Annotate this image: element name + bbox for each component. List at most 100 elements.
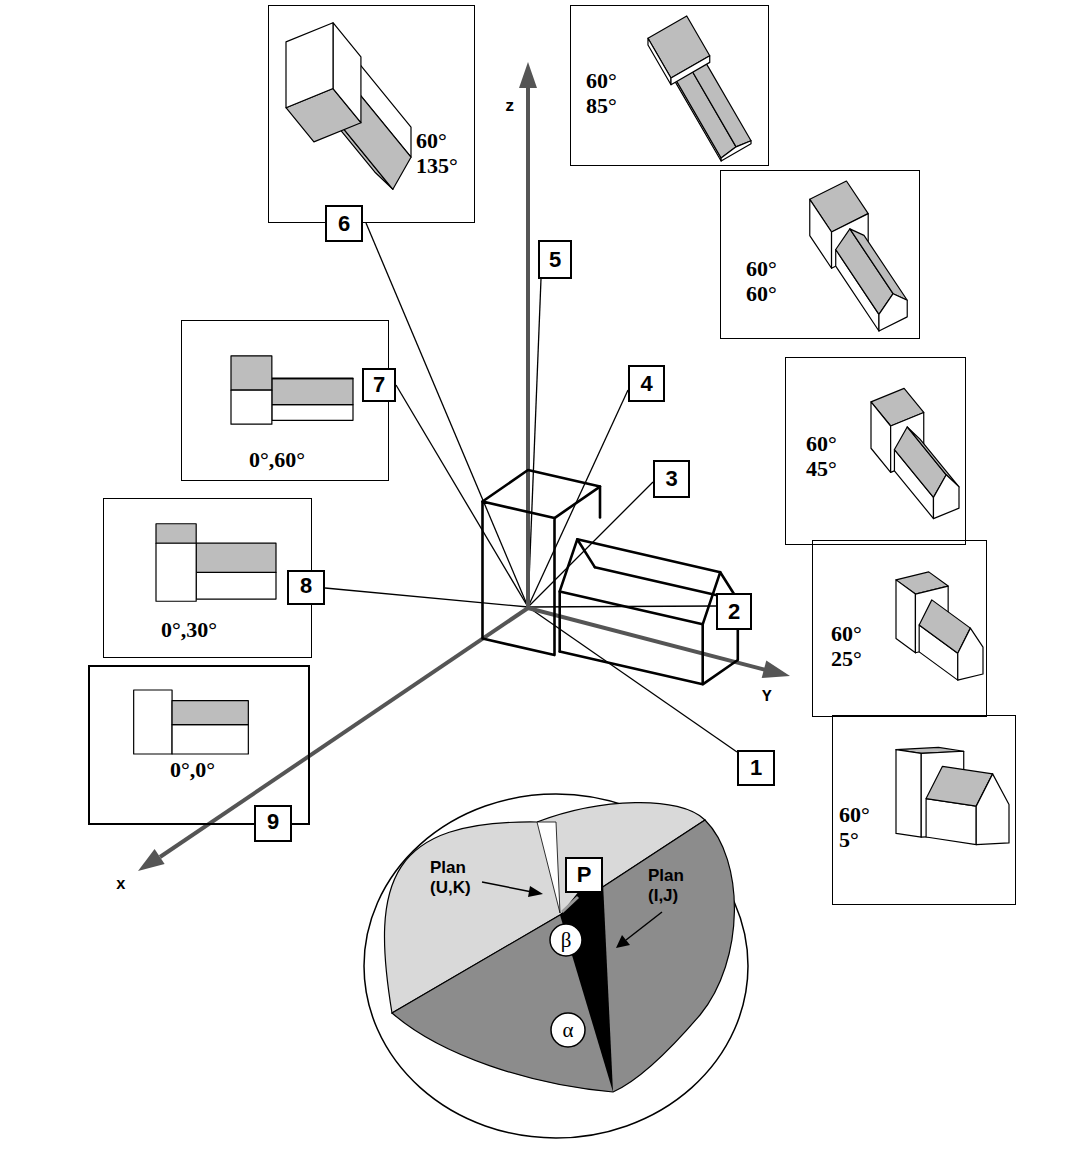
house-edge	[483, 470, 601, 518]
thumbnail-object	[896, 572, 983, 680]
thumbnail-face	[272, 379, 353, 405]
plane-label: Plan (I,J)	[648, 866, 684, 907]
thumbnail-face	[648, 16, 710, 78]
thumbnail-face	[933, 475, 959, 519]
plane-ij	[392, 820, 734, 1092]
view-frame: 60° 60°	[720, 170, 920, 339]
view-thumbnail	[90, 667, 312, 827]
view-angles: 60° 85°	[586, 68, 617, 119]
callout-number: 1	[737, 750, 775, 786]
inset-circle	[364, 794, 748, 1138]
projection-line	[562, 897, 578, 912]
callout-number: 4	[628, 365, 665, 402]
arrow-head	[528, 886, 543, 897]
leader-line	[396, 385, 528, 607]
view-frame: 60° 85°	[570, 5, 769, 166]
angle-circle: α	[550, 1012, 586, 1048]
thumbnail-face	[976, 774, 1009, 845]
thumbnail-face	[172, 725, 248, 754]
thumbnail-face	[286, 23, 333, 108]
plane-inset	[364, 794, 748, 1138]
view-frame: 60° 5°	[832, 715, 1016, 905]
house-edge	[483, 502, 555, 656]
angle-symbol: α	[562, 1020, 573, 1041]
axis-label: x	[116, 876, 126, 895]
thumbnail-face	[196, 572, 276, 599]
thumbnail-face	[156, 543, 196, 601]
callout-number: 6	[325, 205, 363, 242]
thumbnail-face	[272, 405, 353, 421]
circle-shape	[550, 924, 582, 956]
thumbnail-face	[810, 199, 832, 268]
leader-arrow	[626, 912, 662, 940]
house-edge	[560, 572, 738, 684]
thumbnail-object	[648, 16, 751, 161]
thumbnail-face	[896, 580, 915, 653]
thumbnail-face	[134, 690, 172, 754]
house-edge	[560, 591, 703, 624]
thumbnail-face	[690, 62, 751, 147]
callout-text: 6	[338, 213, 350, 235]
arrow-head	[616, 935, 630, 948]
callout-text: 2	[728, 601, 740, 623]
thumbnail-object	[810, 181, 907, 331]
thumbnail-face	[272, 378, 353, 380]
view-angles: 0°,60°	[249, 447, 305, 472]
thumbnail-face	[231, 356, 272, 390]
thumbnail-face	[333, 23, 361, 123]
point-name: P	[577, 864, 592, 886]
thumbnail-face	[231, 390, 272, 424]
leader-lines	[325, 223, 737, 752]
thumbnail-face	[648, 38, 671, 84]
arrow-head	[762, 661, 790, 678]
house-drawing	[483, 470, 738, 684]
axis-label: Y	[762, 688, 772, 707]
x-axis	[160, 608, 528, 857]
angle-wedge	[560, 862, 613, 1092]
thumbnail-object	[286, 23, 411, 190]
thumbnail-face	[721, 141, 751, 161]
view-angles: 60° 135°	[416, 128, 458, 179]
leader-line	[366, 223, 528, 607]
thumbnail-face	[907, 427, 959, 487]
view-frame: 0°,30°	[103, 498, 312, 658]
view-thumbnail	[721, 171, 921, 340]
thumbnail-object	[156, 524, 276, 602]
view-frame: 60° 135°	[268, 5, 475, 223]
thumbnail-face	[172, 701, 248, 725]
callout-text: 5	[549, 249, 561, 271]
view-frame: 60° 25°	[812, 540, 987, 717]
axis-label: z	[505, 98, 515, 117]
view-angles: 0°,0°	[170, 757, 215, 782]
callout-text: 1	[750, 757, 762, 779]
house-edge	[599, 487, 602, 518]
plane-label: Plan (U,K)	[430, 858, 471, 899]
angle-symbol: β	[561, 930, 572, 951]
thumbnail-object	[134, 690, 249, 754]
view-angles: 60° 25°	[831, 621, 862, 672]
thumbnail-face	[850, 229, 907, 300]
view-thumbnail	[269, 6, 476, 224]
thumbnail-face	[896, 750, 921, 838]
axes	[138, 62, 790, 871]
arrow-head	[519, 62, 537, 88]
plane-strip	[537, 822, 560, 913]
view-frame: 60° 45°	[785, 357, 966, 545]
callout-text: 9	[266, 813, 279, 835]
callout-text: 4	[640, 373, 652, 395]
callout-number: 9	[254, 805, 292, 842]
callout-text: 3	[665, 468, 677, 490]
callout-number: 7	[362, 368, 396, 402]
thumbnail-object	[871, 388, 959, 518]
arrow-head	[138, 849, 165, 871]
thumbnail-face	[871, 402, 891, 472]
thumbnail-face	[671, 56, 710, 85]
circle-shape	[551, 1013, 585, 1047]
callout-number: 3	[653, 460, 690, 498]
view-frame: 0°,60°	[181, 320, 389, 481]
view-angles: 60° 45°	[806, 431, 837, 482]
leader-line	[528, 390, 628, 607]
angle-circle: β	[549, 923, 583, 957]
callout-number: 8	[287, 570, 325, 605]
thumbnail-face	[958, 628, 983, 680]
